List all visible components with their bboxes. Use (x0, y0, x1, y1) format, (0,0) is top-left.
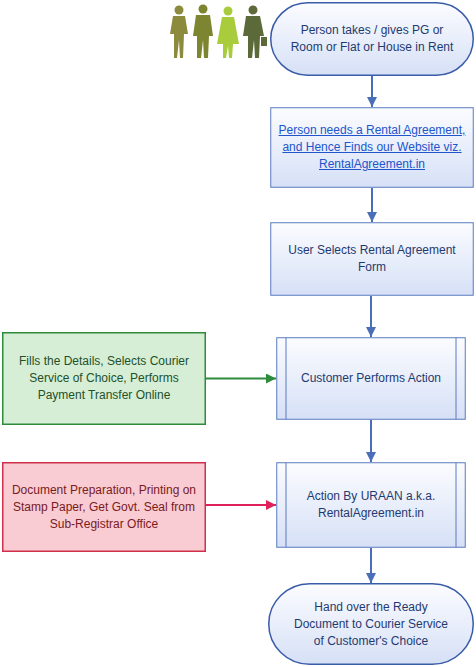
flow-arrow (371, 76, 373, 107)
node-text: Action By URAAN a.k.a. RentalAgreement.i… (292, 488, 450, 522)
node-text: Person needs a Rental Agreement, and Hen… (278, 122, 466, 173)
person-figure (217, 7, 239, 59)
node-outline (270, 222, 474, 296)
node-text: User Selects Rental Agreement Form (278, 242, 466, 276)
people-illustration (165, 4, 270, 60)
flow-arrow (370, 548, 372, 583)
subprocess-box: Customer Performs Action (276, 337, 466, 420)
node-text: Customer Performs Action (301, 370, 441, 387)
flow-arrow (206, 378, 276, 380)
terminator-box: Hand over the Ready Document to Courier … (268, 583, 474, 665)
person-figure (243, 6, 267, 59)
person-figure (170, 6, 188, 59)
flow-arrow (370, 296, 372, 337)
flow-arrow (371, 188, 373, 222)
node-text: Fills the Details, Selects Courier Servi… (10, 353, 198, 404)
node-text: Person takes / gives PG or Room or Flat … (290, 22, 454, 56)
node-text: Hand over the Ready Document to Courier … (288, 599, 454, 650)
note-box: Fills the Details, Selects Courier Servi… (2, 332, 206, 425)
flow-arrow (206, 504, 276, 506)
terminator-box: Person takes / gives PG or Room or Flat … (270, 2, 474, 76)
node-outline (270, 2, 474, 76)
person-figure (193, 5, 213, 59)
node-outline (276, 462, 466, 548)
note-box: Document Preparation, Printing on Stamp … (2, 462, 206, 552)
process-box: Person needs a Rental Agreement, and Hen… (270, 107, 474, 188)
node-text: Document Preparation, Printing on Stamp … (10, 482, 198, 533)
process-box: User Selects Rental Agreement Form (270, 222, 474, 296)
flow-arrow (370, 420, 372, 462)
subprocess-box: Action By URAAN a.k.a. RentalAgreement.i… (276, 462, 466, 548)
